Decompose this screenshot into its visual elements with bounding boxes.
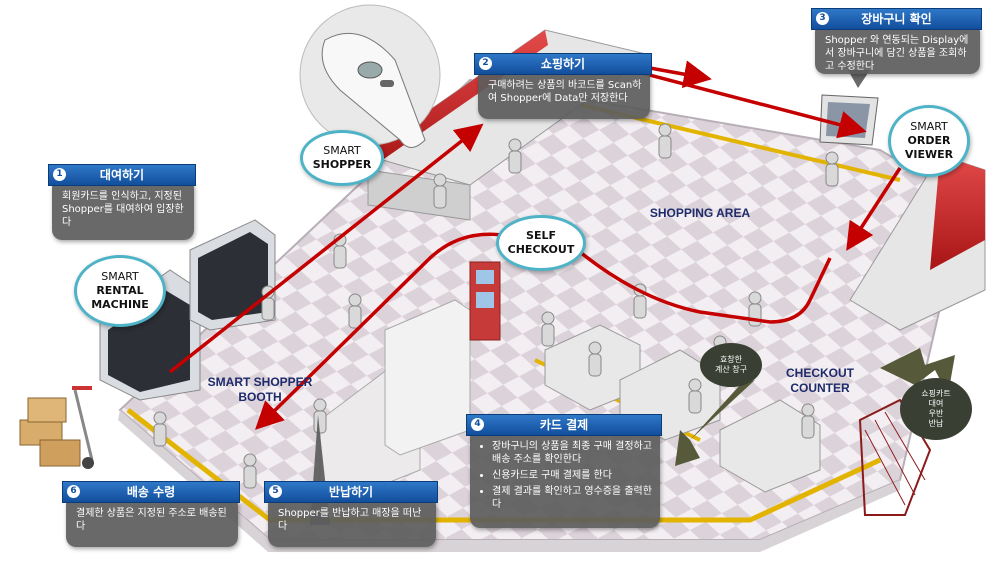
step-3-card: 3 장바구니 확인 Shopper 와 연동되는 Display에서 장바구니에 …: [811, 8, 982, 74]
step-2-title: 쇼핑하기: [540, 57, 586, 71]
step-4-number: 4: [471, 418, 484, 431]
step-4-bullet-1: 장바구니의 상품을 최종 구매 결정하고 배송 주소를 확인한다: [492, 440, 652, 466]
step-6-text: 결제한 상품은 지정된 주소로 배송된다: [76, 508, 227, 532]
shopping-area-label: SHOPPING AREA: [649, 206, 751, 220]
self-checkout-line1: SELF: [526, 229, 556, 242]
step-5-title: 반납하기: [328, 485, 374, 499]
checkout-counters: [544, 324, 821, 493]
checkout-sign-line2: 계산 창구: [715, 365, 747, 374]
booth-walls: [319, 299, 471, 501]
order-viewer-line1: SMART: [910, 120, 948, 133]
step-1-number: 1: [53, 168, 66, 181]
step-2-text: 구매하려는 상품의 바코드를 Scan하여 Shopper에 Data만 저장한…: [488, 80, 642, 104]
checkout-sign-line1: 효창한: [719, 355, 743, 364]
step-6-header: 6 배송 수령: [62, 481, 240, 503]
step-3-title: 장바구니 확인: [861, 12, 932, 26]
step-4-card: 4카드 결제 장바구니의 상품을 최종 구매 결정하고 배송 주소를 확인한다 …: [466, 414, 662, 528]
step-2-number: 2: [479, 57, 492, 70]
step-6-title: 배송 수령: [126, 485, 176, 499]
cart-sign-line2: 대여: [928, 399, 944, 408]
step-5-text: Shopper를 반납하고 매장을 떠난다: [278, 508, 422, 532]
delivery-boxes: [19, 386, 94, 469]
step-4-title: 카드 결제: [539, 418, 589, 432]
cart-return-arrow: [880, 348, 955, 395]
step-3-text: Shopper 와 연동되는 Display에서 장바구니에 담긴 상품을 조회…: [825, 35, 969, 72]
olive-arrows: [675, 348, 955, 466]
step-4-bullet-2: 신용카드로 구매 결제를 한다: [492, 469, 652, 482]
counter-label-line1: CHECKOUT: [786, 366, 854, 380]
rental-machine-line1: SMART: [101, 270, 139, 283]
self-checkout-line2: CHECKOUT: [507, 243, 575, 256]
step-5-number: 5: [269, 485, 282, 498]
self-checkout-kiosk: [469, 261, 501, 341]
step-4-bullet-3: 결제 결과를 확인하고 영수증을 출력한다: [492, 485, 652, 511]
order-viewer-display: [819, 94, 879, 146]
flow-arrow-shop-to-viewer: [649, 60, 712, 89]
checkout-exit-arrow: [675, 380, 755, 466]
step-4-header: 4 카드 결제: [466, 414, 662, 436]
rental-machine-line2: RENTAL: [96, 284, 144, 297]
cart-sign-line1: 쇼핑카트: [921, 389, 951, 398]
step-6-number: 6: [67, 485, 80, 498]
step-1-title: 대여하기: [99, 168, 145, 182]
step-3-number: 3: [816, 12, 829, 25]
shopper-device-illustration: [299, 4, 441, 148]
order-viewer-line2: ORDER: [907, 134, 951, 147]
booth-label-line1: SMART SHOPPER: [207, 375, 313, 389]
step-1-header: 1 대여하기: [48, 164, 196, 186]
step-1-card: 1 대여하기 회원카드를 인식하고, 지정된 Shopper를 대여하여 입장한다: [48, 164, 196, 240]
flow-path: [168, 60, 902, 430]
step-2-card: 2 쇼핑하기 구매하려는 상품의 바코드를 Scan하여 Shopper에 Dat…: [474, 53, 652, 119]
flow-arrow-viewer-down: [846, 167, 902, 251]
right-shelf: [849, 154, 986, 331]
flow-arrow-to-counter: [578, 250, 832, 324]
cart-sign-line4: 반납: [928, 419, 944, 428]
cart-stack: [858, 398, 932, 516]
flow-arrow-to-return: [255, 232, 503, 430]
cart-sign-line3: 우반: [928, 409, 944, 418]
smart-shopper-line2: SHOPPER: [312, 158, 372, 171]
step-5-header: 5 반납하기: [264, 481, 438, 503]
smart-shopper-line1: SMART: [323, 144, 361, 157]
booth-label-line2: BOOTH: [238, 390, 282, 404]
step-3-header: 3 장바구니 확인: [811, 8, 982, 30]
counter-label-line2: COUNTER: [790, 381, 850, 395]
step-1-text: 회원카드를 인식하고, 지정된 Shopper를 대여하여 입장한다: [62, 191, 184, 228]
step-6-card: 6 배송 수령 결제한 상품은 지정된 주소로 배송된다: [62, 481, 240, 547]
step-5-card: 5 반납하기 Shopper를 반납하고 매장을 떠난다: [264, 481, 438, 547]
rental-machine-line3: MACHINE: [91, 298, 149, 311]
step-2-header: 2 쇼핑하기: [474, 53, 652, 75]
flow-arrow-rent-to-shop: [168, 123, 484, 374]
order-viewer-line3: VIEWER: [904, 148, 954, 161]
